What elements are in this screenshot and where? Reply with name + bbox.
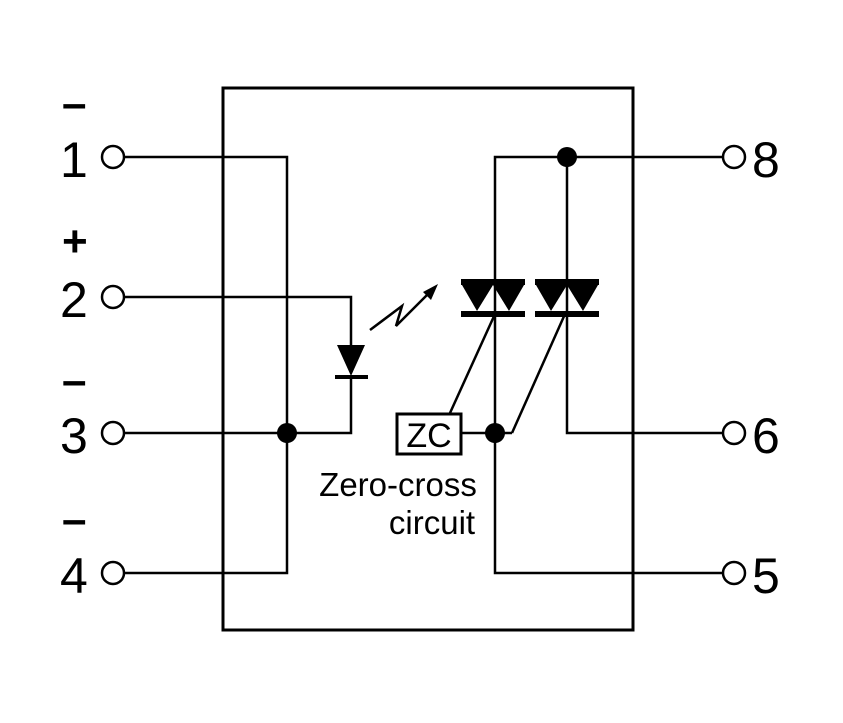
wire-gate2 xyxy=(510,313,567,434)
pin-terminals xyxy=(100,144,747,586)
terminal-pin6-icon xyxy=(721,420,747,446)
zc-label: ZC xyxy=(406,417,451,455)
terminal-pin3-icon xyxy=(100,420,126,446)
thyristor-left-icon xyxy=(461,279,525,317)
pin-number-8: 8 xyxy=(752,132,780,188)
terminal-pin1-icon xyxy=(100,144,126,170)
thyristor-right-icon xyxy=(535,279,599,317)
polarity-sign-pin2: + xyxy=(62,217,88,266)
pin-number-6: 6 xyxy=(752,408,780,464)
junction-dot-left xyxy=(277,423,297,443)
wire-pin1-pin4 xyxy=(124,155,289,575)
wire-gate1 xyxy=(448,313,497,414)
terminal-pin8-icon xyxy=(721,144,747,170)
terminal-pin4-icon xyxy=(100,560,126,586)
terminal-pin2-icon xyxy=(100,284,126,310)
polarity-sign-pin3: – xyxy=(62,356,86,405)
wire-led-pin3 xyxy=(124,376,353,435)
pin-number-5: 5 xyxy=(752,548,780,604)
package-outline xyxy=(221,86,635,632)
zc-caption-line2: circuit xyxy=(389,504,475,541)
wire-pin5 xyxy=(493,300,723,575)
junction-dot-top xyxy=(557,147,577,167)
led-icon xyxy=(335,345,368,379)
pin-number-1: 1 xyxy=(60,132,88,188)
wire-pin2-led xyxy=(124,295,353,345)
wire-thyristor2-pin6 xyxy=(565,298,723,435)
wire-pin8 xyxy=(493,155,723,300)
junction-dot-zc xyxy=(485,423,505,443)
polarity-sign-pin4: – xyxy=(62,495,86,544)
zc-box xyxy=(395,412,463,456)
pin-number-2: 2 xyxy=(60,272,88,328)
pin-number-4: 4 xyxy=(60,548,88,604)
zc-caption-line1: Zero-cross xyxy=(319,466,477,503)
light-emission-arrow-icon xyxy=(369,284,438,331)
polarity-sign-pin1: – xyxy=(62,79,86,128)
terminal-pin5-icon xyxy=(721,560,747,586)
pin-number-3: 3 xyxy=(60,408,88,464)
